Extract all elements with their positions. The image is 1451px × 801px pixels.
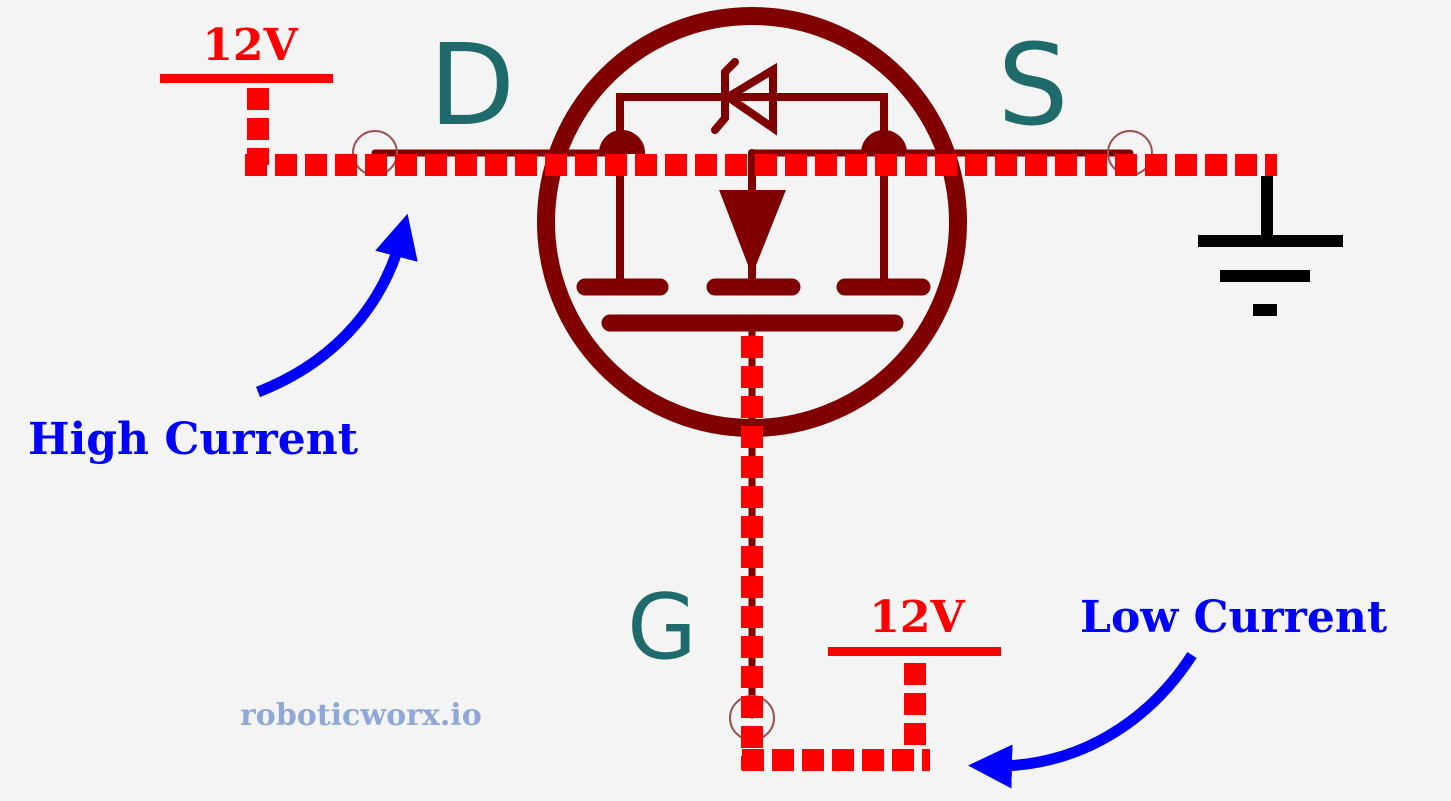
watermark: roboticworx.io (240, 698, 482, 733)
body-diode-arrow-icon (719, 190, 786, 276)
diode-wire (616, 93, 888, 154)
drain-supply-bar (160, 74, 333, 83)
ground-icon (1198, 176, 1343, 316)
gate-supply-bar (828, 647, 1001, 656)
gate-pin-label: G (627, 575, 697, 680)
drain-pin-label: D (429, 21, 515, 151)
high-current-arrow-icon (255, 213, 418, 398)
gate-voltage-label: 12V (869, 592, 965, 643)
low-current-arrow-icon (968, 652, 1197, 789)
high-current-label: High Current (28, 414, 359, 465)
zener-diode-icon (720, 62, 777, 136)
low-current-label: Low Current (1080, 592, 1388, 643)
source-pin-label: S (997, 21, 1068, 151)
drain-voltage-label: 12V (202, 20, 298, 71)
